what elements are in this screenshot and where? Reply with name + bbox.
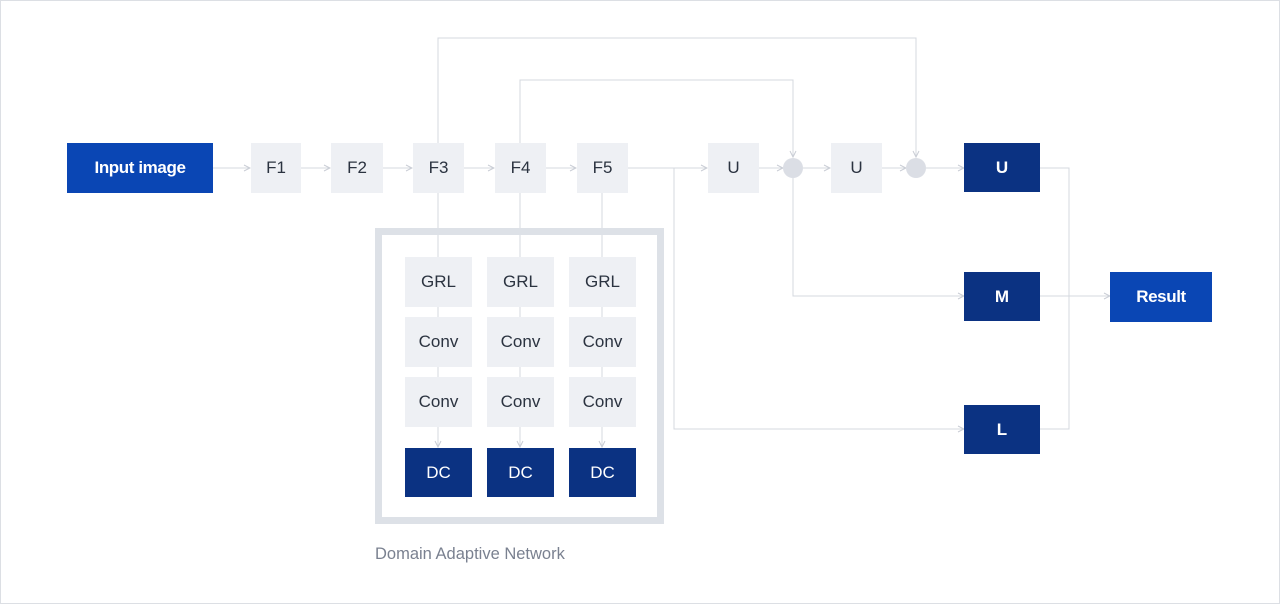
- merge-node-1: [783, 158, 803, 178]
- conv-2a: Conv: [487, 317, 554, 367]
- merge-node-2: [906, 158, 926, 178]
- dc-2: DC: [487, 448, 554, 497]
- input-image-node: Input image: [67, 143, 213, 193]
- feature-f1: F1: [251, 143, 301, 193]
- output-l: L: [964, 405, 1040, 454]
- upsample-node-2: U: [831, 143, 882, 193]
- grl-1: GRL: [405, 257, 472, 307]
- dan-caption: Domain Adaptive Network: [375, 545, 565, 563]
- dc-1: DC: [405, 448, 472, 497]
- feature-f2: F2: [331, 143, 383, 193]
- conv-1a: Conv: [405, 317, 472, 367]
- conv-1b: Conv: [405, 377, 472, 427]
- upsample-node-1: U: [708, 143, 759, 193]
- grl-2: GRL: [487, 257, 554, 307]
- conv-2b: Conv: [487, 377, 554, 427]
- conv-3b: Conv: [569, 377, 636, 427]
- grl-3: GRL: [569, 257, 636, 307]
- feature-f3: F3: [413, 143, 464, 193]
- conv-3a: Conv: [569, 317, 636, 367]
- feature-f5: F5: [577, 143, 628, 193]
- output-m: M: [964, 272, 1040, 321]
- dc-3: DC: [569, 448, 636, 497]
- output-u: U: [964, 143, 1040, 192]
- feature-f4: F4: [495, 143, 546, 193]
- domain-adaptive-network-box: [375, 228, 664, 524]
- result-node: Result: [1110, 272, 1212, 322]
